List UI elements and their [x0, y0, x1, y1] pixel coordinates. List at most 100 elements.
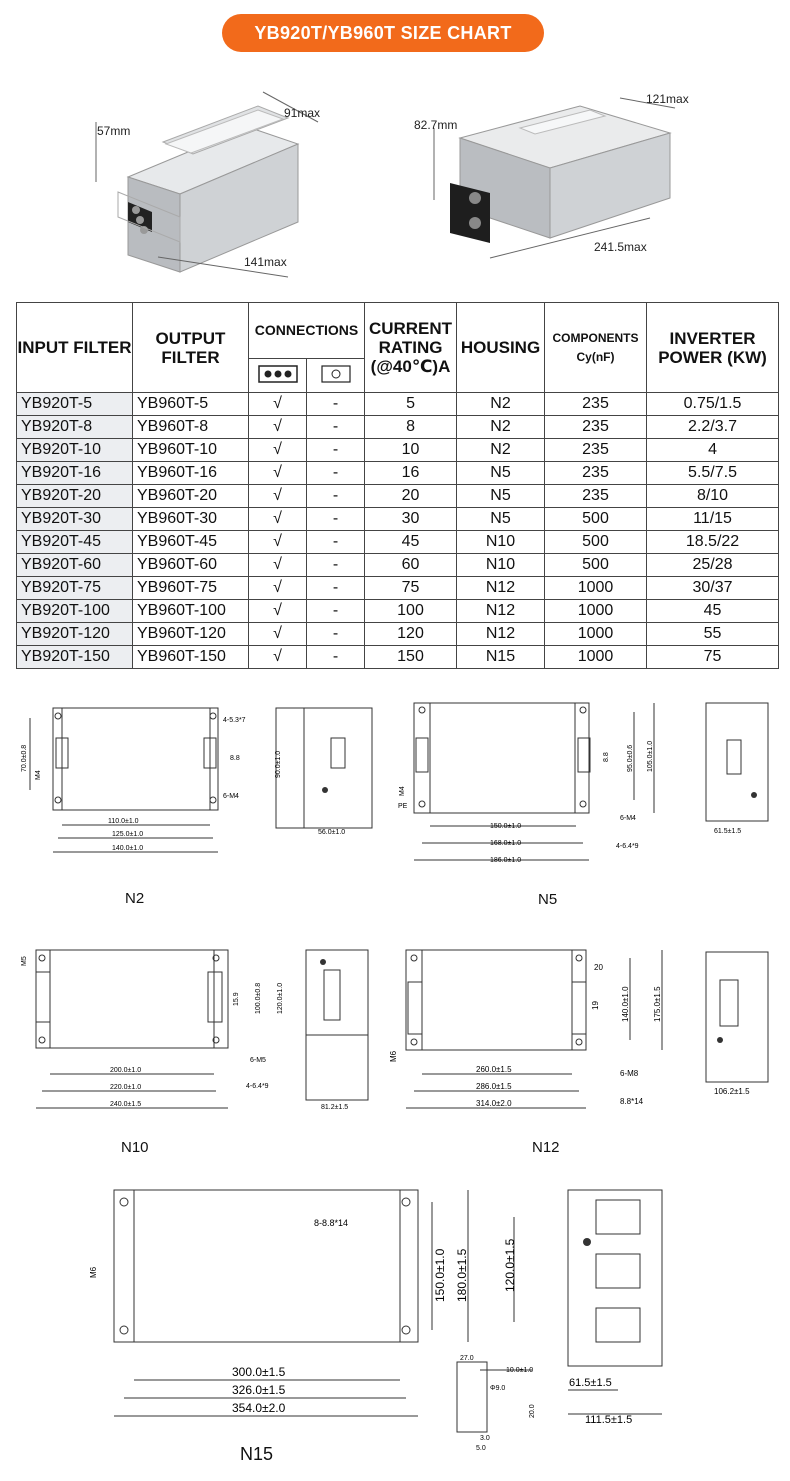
- svg-text:61.5±1.5: 61.5±1.5: [714, 828, 741, 835]
- cell-output: YB960T-10: [132, 438, 249, 462]
- cell-power: 5.5/7.5: [646, 461, 780, 485]
- svg-text:220.0±1.0: 220.0±1.0: [110, 1084, 141, 1091]
- photo-right-length: 241.5max: [594, 240, 647, 254]
- cell-current: 30: [364, 507, 458, 531]
- cell-c2: -: [305, 576, 366, 600]
- cell-c1: √: [248, 484, 307, 508]
- svg-text:15.9: 15.9: [233, 992, 240, 1006]
- svg-text:81.2±1.5: 81.2±1.5: [321, 1104, 348, 1111]
- cell-input: YB920T-150: [16, 645, 133, 669]
- cell-input: YB920T-10: [16, 438, 133, 462]
- svg-text:4-6.4*9: 4-6.4*9: [246, 1083, 269, 1090]
- svg-text:314.0±2.0: 314.0±2.0: [476, 1099, 512, 1108]
- cell-output: YB960T-100: [132, 599, 249, 623]
- cell-current: 75: [364, 576, 458, 600]
- cell-current: 120: [364, 622, 458, 646]
- cell-c1: √: [248, 507, 307, 531]
- photo-right-depth: 121max: [646, 92, 689, 106]
- svg-text:8.8*14: 8.8*14: [620, 1097, 644, 1106]
- cell-power: 2.2/3.7: [646, 415, 780, 439]
- cell-power: 25/28: [646, 553, 780, 577]
- cell-housing: N12: [456, 576, 546, 600]
- cell-input: YB920T-5: [16, 392, 133, 416]
- svg-text:326.0±1.5: 326.0±1.5: [232, 1383, 286, 1397]
- cell-c1: √: [248, 645, 307, 669]
- page-title: YB920T/YB960T SIZE CHART: [222, 14, 544, 52]
- cell-power: 11/15: [646, 507, 780, 531]
- svg-text:20.0: 20.0: [529, 1404, 536, 1418]
- header-components: COMPONENTS Cy(nF): [544, 302, 648, 393]
- svg-text:105.0±1.0: 105.0±1.0: [647, 741, 654, 772]
- cell-cy: 235: [544, 461, 648, 485]
- cell-c2: -: [305, 484, 366, 508]
- cell-cy: 500: [544, 507, 648, 531]
- cell-power: 45: [646, 599, 780, 623]
- cell-power: 75: [646, 645, 780, 669]
- cell-input: YB920T-75: [16, 576, 133, 600]
- cell-c2: -: [305, 553, 366, 577]
- cell-cy: 235: [544, 484, 648, 508]
- svg-text:5.0: 5.0: [476, 1445, 486, 1452]
- svg-text:200.0±1.0: 200.0±1.0: [110, 1067, 141, 1074]
- cell-current: 100: [364, 599, 458, 623]
- cell-power: 30/37: [646, 576, 780, 600]
- svg-text:106.2±1.5: 106.2±1.5: [714, 1087, 750, 1096]
- svg-text:95.0±0.6: 95.0±0.6: [627, 745, 634, 772]
- header-connections: CONNECTIONS: [247, 302, 366, 359]
- cell-cy: 235: [544, 438, 648, 462]
- svg-text:260.0±1.5: 260.0±1.5: [476, 1065, 512, 1074]
- cell-current: 150: [364, 645, 458, 669]
- svg-text:M6: M6: [89, 1266, 98, 1278]
- cell-c2: -: [305, 599, 366, 623]
- cell-input: YB920T-100: [16, 599, 133, 623]
- spec-table: INPUT FILTER OUTPUT FILTER CONNECTIONS C…: [16, 302, 780, 669]
- cell-output: YB960T-8: [132, 415, 249, 439]
- svg-text:19: 19: [591, 1001, 600, 1010]
- cell-c2: -: [305, 392, 366, 416]
- cell-power: 0.75/1.5: [646, 392, 780, 416]
- header-housing: HOUSING: [456, 302, 546, 393]
- photo-right-height: 82.7mm: [414, 118, 458, 132]
- svg-text:120.0±1.5: 120.0±1.5: [503, 1238, 517, 1292]
- svg-text:20: 20: [594, 963, 603, 972]
- n2-dim-140: 140.0±1.0: [112, 845, 143, 852]
- cell-power: 8/10: [646, 484, 780, 508]
- cell-current: 8: [364, 415, 458, 439]
- cell-housing: N12: [456, 599, 546, 623]
- n2-dim-56: 56.0±1.0: [318, 829, 345, 836]
- svg-text:M5: M5: [21, 956, 28, 966]
- svg-text:Φ9.0: Φ9.0: [490, 1385, 505, 1392]
- drawing-n15-label: N15: [240, 1444, 274, 1464]
- header-current-rating: CURRENT RATING (@40℃)A: [364, 302, 458, 393]
- svg-text:175.0±1.5: 175.0±1.5: [653, 986, 662, 1022]
- cell-input: YB920T-60: [16, 553, 133, 577]
- svg-text:286.0±1.5: 286.0±1.5: [476, 1082, 512, 1091]
- svg-text:M6: M6: [389, 1050, 398, 1062]
- terminal-block-icon: [248, 358, 307, 393]
- n2-dim-110: 110.0±1.0: [108, 818, 139, 825]
- svg-text:M4: M4: [399, 786, 406, 796]
- cell-output: YB960T-75: [132, 576, 249, 600]
- svg-text:8-8.8*14: 8-8.8*14: [314, 1218, 348, 1228]
- product-photo-large: [433, 97, 676, 259]
- svg-text:111.5±1.5: 111.5±1.5: [585, 1414, 632, 1426]
- svg-text:186.0±1.0: 186.0±1.0: [490, 857, 521, 864]
- cell-housing: N12: [456, 622, 546, 646]
- svg-text:150.0±1.0: 150.0±1.0: [490, 823, 521, 830]
- drawing-n2: 110.0±1.0 125.0±1.0 140.0±1.0 70.0±0.8 9…: [21, 707, 373, 853]
- cell-output: YB960T-16: [132, 461, 249, 485]
- svg-text:PE: PE: [398, 803, 408, 810]
- cell-c1: √: [248, 438, 307, 462]
- cell-c2: -: [305, 530, 366, 554]
- cell-output: YB960T-150: [132, 645, 249, 669]
- cell-output: YB960T-30: [132, 507, 249, 531]
- cell-cy: 500: [544, 530, 648, 554]
- stud-terminal-icon: [305, 358, 366, 393]
- cell-housing: N5: [456, 484, 546, 508]
